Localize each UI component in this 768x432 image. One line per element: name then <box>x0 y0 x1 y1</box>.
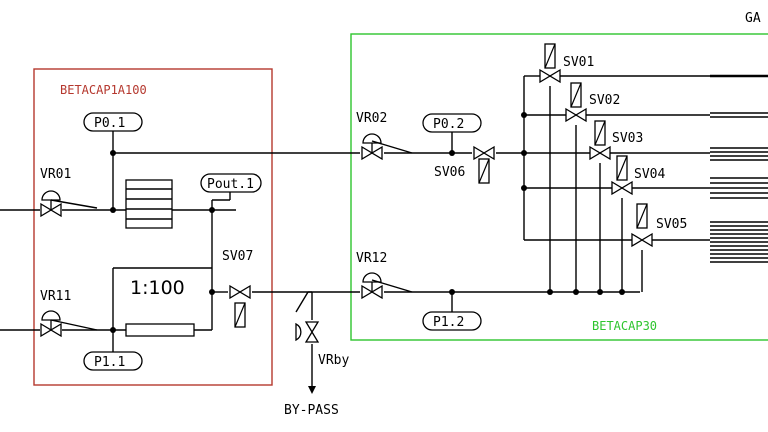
valve-vr01-icon[interactable] <box>40 190 98 217</box>
upper-filter-rack <box>125 179 173 229</box>
label-sv06: SV06 <box>434 165 465 180</box>
valve-sv05-icon[interactable] <box>631 203 653 247</box>
label-vr01: VR01 <box>40 167 71 182</box>
lower-capillary-element <box>125 323 195 337</box>
label-vr11: VR11 <box>40 289 71 304</box>
manifold-pipes <box>523 75 710 292</box>
valve-sv06-icon[interactable] <box>473 146 495 184</box>
ratio-label: 1:100 <box>130 277 185 299</box>
label-vrby: VRby <box>318 353 349 368</box>
label-sv02: SV02 <box>589 93 620 108</box>
valve-vrby-icon[interactable] <box>295 291 319 343</box>
valve-sv04-icon[interactable] <box>611 155 633 195</box>
label-sv03: SV03 <box>612 131 643 146</box>
svg-text:P1.2: P1.2 <box>433 315 464 330</box>
label-sv05: SV05 <box>656 217 687 232</box>
label-bypass: BY-PASS <box>284 403 339 418</box>
betacap30-box <box>350 33 768 341</box>
valve-sv07-icon[interactable] <box>229 285 251 328</box>
label-sv04: SV04 <box>634 167 665 182</box>
betacap30-label: BETACAP30 <box>592 319 657 333</box>
svg-text:P0.1: P0.1 <box>94 116 125 131</box>
tag-p02[interactable]: P0.2 <box>422 113 482 153</box>
junction-dots <box>110 112 625 333</box>
label-sv01: SV01 <box>563 55 594 70</box>
betacap1a100-box <box>33 68 273 386</box>
tag-p12[interactable]: P1.2 <box>422 311 482 331</box>
valve-vr12-icon[interactable] <box>361 272 413 299</box>
valve-vr11-icon[interactable] <box>40 310 98 337</box>
valve-vr02-icon[interactable] <box>361 133 413 160</box>
valve-sv01-icon[interactable] <box>539 43 561 83</box>
tag-p01[interactable]: P0.1 <box>83 112 143 140</box>
svg-text:Pout.1: Pout.1 <box>207 177 254 192</box>
tag-p11[interactable]: P1.1 <box>83 345 143 371</box>
valve-sv03-icon[interactable] <box>589 120 611 160</box>
betacap1a100-label: BETACAP1A100 <box>60 83 147 97</box>
bypass-arrow <box>308 386 316 394</box>
valve-sv02-icon[interactable] <box>565 82 587 122</box>
label-vr12: VR12 <box>356 251 387 266</box>
label-vr02: VR02 <box>356 111 387 126</box>
svg-text:P0.2: P0.2 <box>433 117 464 132</box>
top-right-label: GA <box>745 11 761 26</box>
tag-pout1[interactable]: Pout.1 <box>200 173 262 210</box>
svg-text:P1.1: P1.1 <box>94 355 125 370</box>
output-lines <box>710 74 768 263</box>
label-sv07: SV07 <box>222 249 253 264</box>
